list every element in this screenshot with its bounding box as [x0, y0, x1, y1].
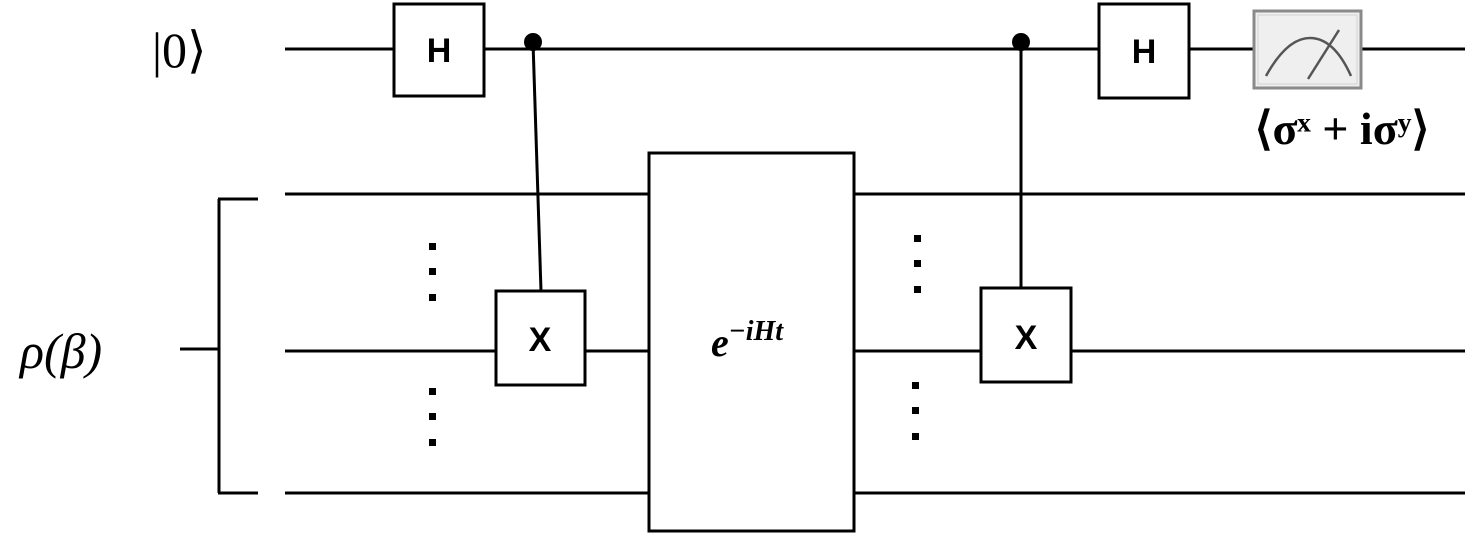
ellipsis-right-upper — [914, 235, 921, 293]
svg-text:H: H — [427, 32, 452, 70]
cnot-gate-2: X — [979, 33, 1073, 384]
svg-text:H: H — [1132, 33, 1157, 71]
ancilla-state-label: |0⟩ — [152, 22, 207, 78]
measurement-meter-icon — [1252, 9, 1363, 90]
cnot-1-control-dot — [524, 33, 542, 51]
register-state-label: ρ(β) — [18, 323, 102, 379]
svg-text:X: X — [529, 321, 552, 359]
evolution-base: e — [711, 320, 729, 365]
register-bracket — [180, 197, 258, 495]
cnot-2-target — [979, 286, 1073, 384]
hadamard-gate-1: H — [392, 2, 486, 98]
evolution-exponent: −iHt — [729, 316, 785, 347]
cnot-gate-1: X — [494, 33, 587, 387]
cnot-1-target — [494, 289, 587, 387]
measurement-expectation-label: ⟨σˣ + iσʸ⟩ — [1255, 103, 1430, 154]
cnot-2-control-dot — [1012, 33, 1030, 51]
hadamard-gate-2: H — [1097, 2, 1191, 100]
svg-text:e−iHt: e−iHt — [711, 316, 784, 365]
svg-text:X: X — [1015, 319, 1038, 357]
cnot-1-control-line — [531, 41, 543, 292]
ellipsis-left-lower — [429, 388, 436, 446]
ellipsis-left-upper — [429, 243, 436, 301]
time-evolution-gate: e−iHt — [647, 151, 856, 533]
ellipsis-right-lower — [912, 382, 919, 440]
